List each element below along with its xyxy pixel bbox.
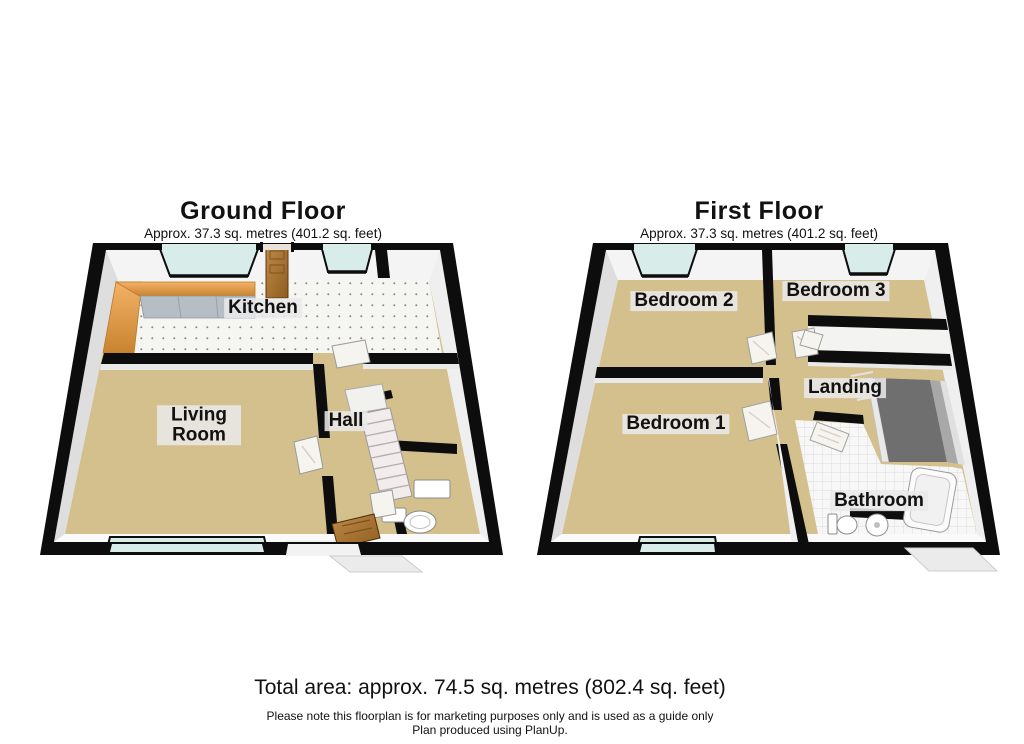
- room-label-bedroom-3: Bedroom 3: [782, 281, 890, 301]
- ff-bedroom1-door: [741, 400, 778, 442]
- room-label-hall: Hall: [324, 411, 368, 431]
- ground-floor-title: Ground Floor: [180, 197, 346, 225]
- gf-front-step: [328, 555, 424, 573]
- room-label-living-room: Living Room: [157, 405, 241, 445]
- gf-kitchen-window: [158, 248, 260, 278]
- gf-window-head-2: [323, 244, 371, 250]
- ground-floor-area-note: Approx. 37.3 sq. metres (401.2 sq. feet): [144, 226, 382, 241]
- ff-bedroom3-window: [841, 248, 897, 276]
- credit-text: Plan produced using PlanUp.: [412, 723, 568, 737]
- ff-stair-void: [850, 371, 965, 465]
- first-floor-plan: [537, 243, 1000, 572]
- ff-window-head-2: [845, 244, 893, 250]
- disclaimer-text: Please note this floorplan is for market…: [266, 709, 714, 723]
- ff-closet-floor: [808, 326, 950, 354]
- ff-sink: [865, 513, 889, 537]
- first-floor-area-note: Approx. 37.3 sq. metres (401.2 sq. feet): [640, 226, 878, 241]
- first-floor-title: First Floor: [694, 197, 824, 225]
- total-area-text: Total area: approx. 74.5 sq. metres (802…: [254, 676, 726, 699]
- gf-front-threshold: [286, 544, 361, 555]
- ff-bedroom1-top-wall: [594, 367, 763, 383]
- ff-bedroom1-side-wall: [768, 378, 811, 553]
- room-label-bedroom-2: Bedroom 2: [630, 291, 738, 311]
- gf-kitchen-living-wall: [100, 250, 459, 370]
- gf-kitchen-window-2: [320, 248, 374, 274]
- gf-door-head: [263, 244, 291, 250]
- ground-floor-plan: [40, 242, 503, 573]
- ff-window-sill-bottom: [640, 544, 715, 552]
- room-label-bathroom: Bathroom: [830, 491, 928, 511]
- room-label-landing: Landing: [804, 378, 886, 398]
- ff-closet-door: [799, 329, 824, 351]
- gf-basin: [413, 479, 451, 499]
- ff-rear-step: [903, 547, 999, 572]
- gf-outer-walls: [40, 243, 503, 555]
- gf-window-head-1: [162, 244, 256, 250]
- ff-window-head-1: [634, 244, 695, 250]
- gf-wc-door: [369, 489, 397, 519]
- ff-bedroom2-door: [746, 331, 778, 365]
- room-label-bedroom-1: Bedroom 1: [622, 414, 730, 434]
- gf-staircase: [344, 383, 413, 503]
- room-label-kitchen: Kitchen: [224, 298, 302, 318]
- ff-closet-walls: [808, 315, 952, 370]
- ff-bath-tub: [903, 467, 957, 533]
- gf-bay-glass-outer: [110, 544, 264, 552]
- ff-bedroom2-window: [630, 248, 699, 278]
- gf-kitchen-hall-door: [331, 339, 371, 369]
- ff-bathroom-door: [809, 421, 850, 453]
- ff-toilet: [827, 513, 858, 535]
- gf-living-room-door: [293, 435, 324, 475]
